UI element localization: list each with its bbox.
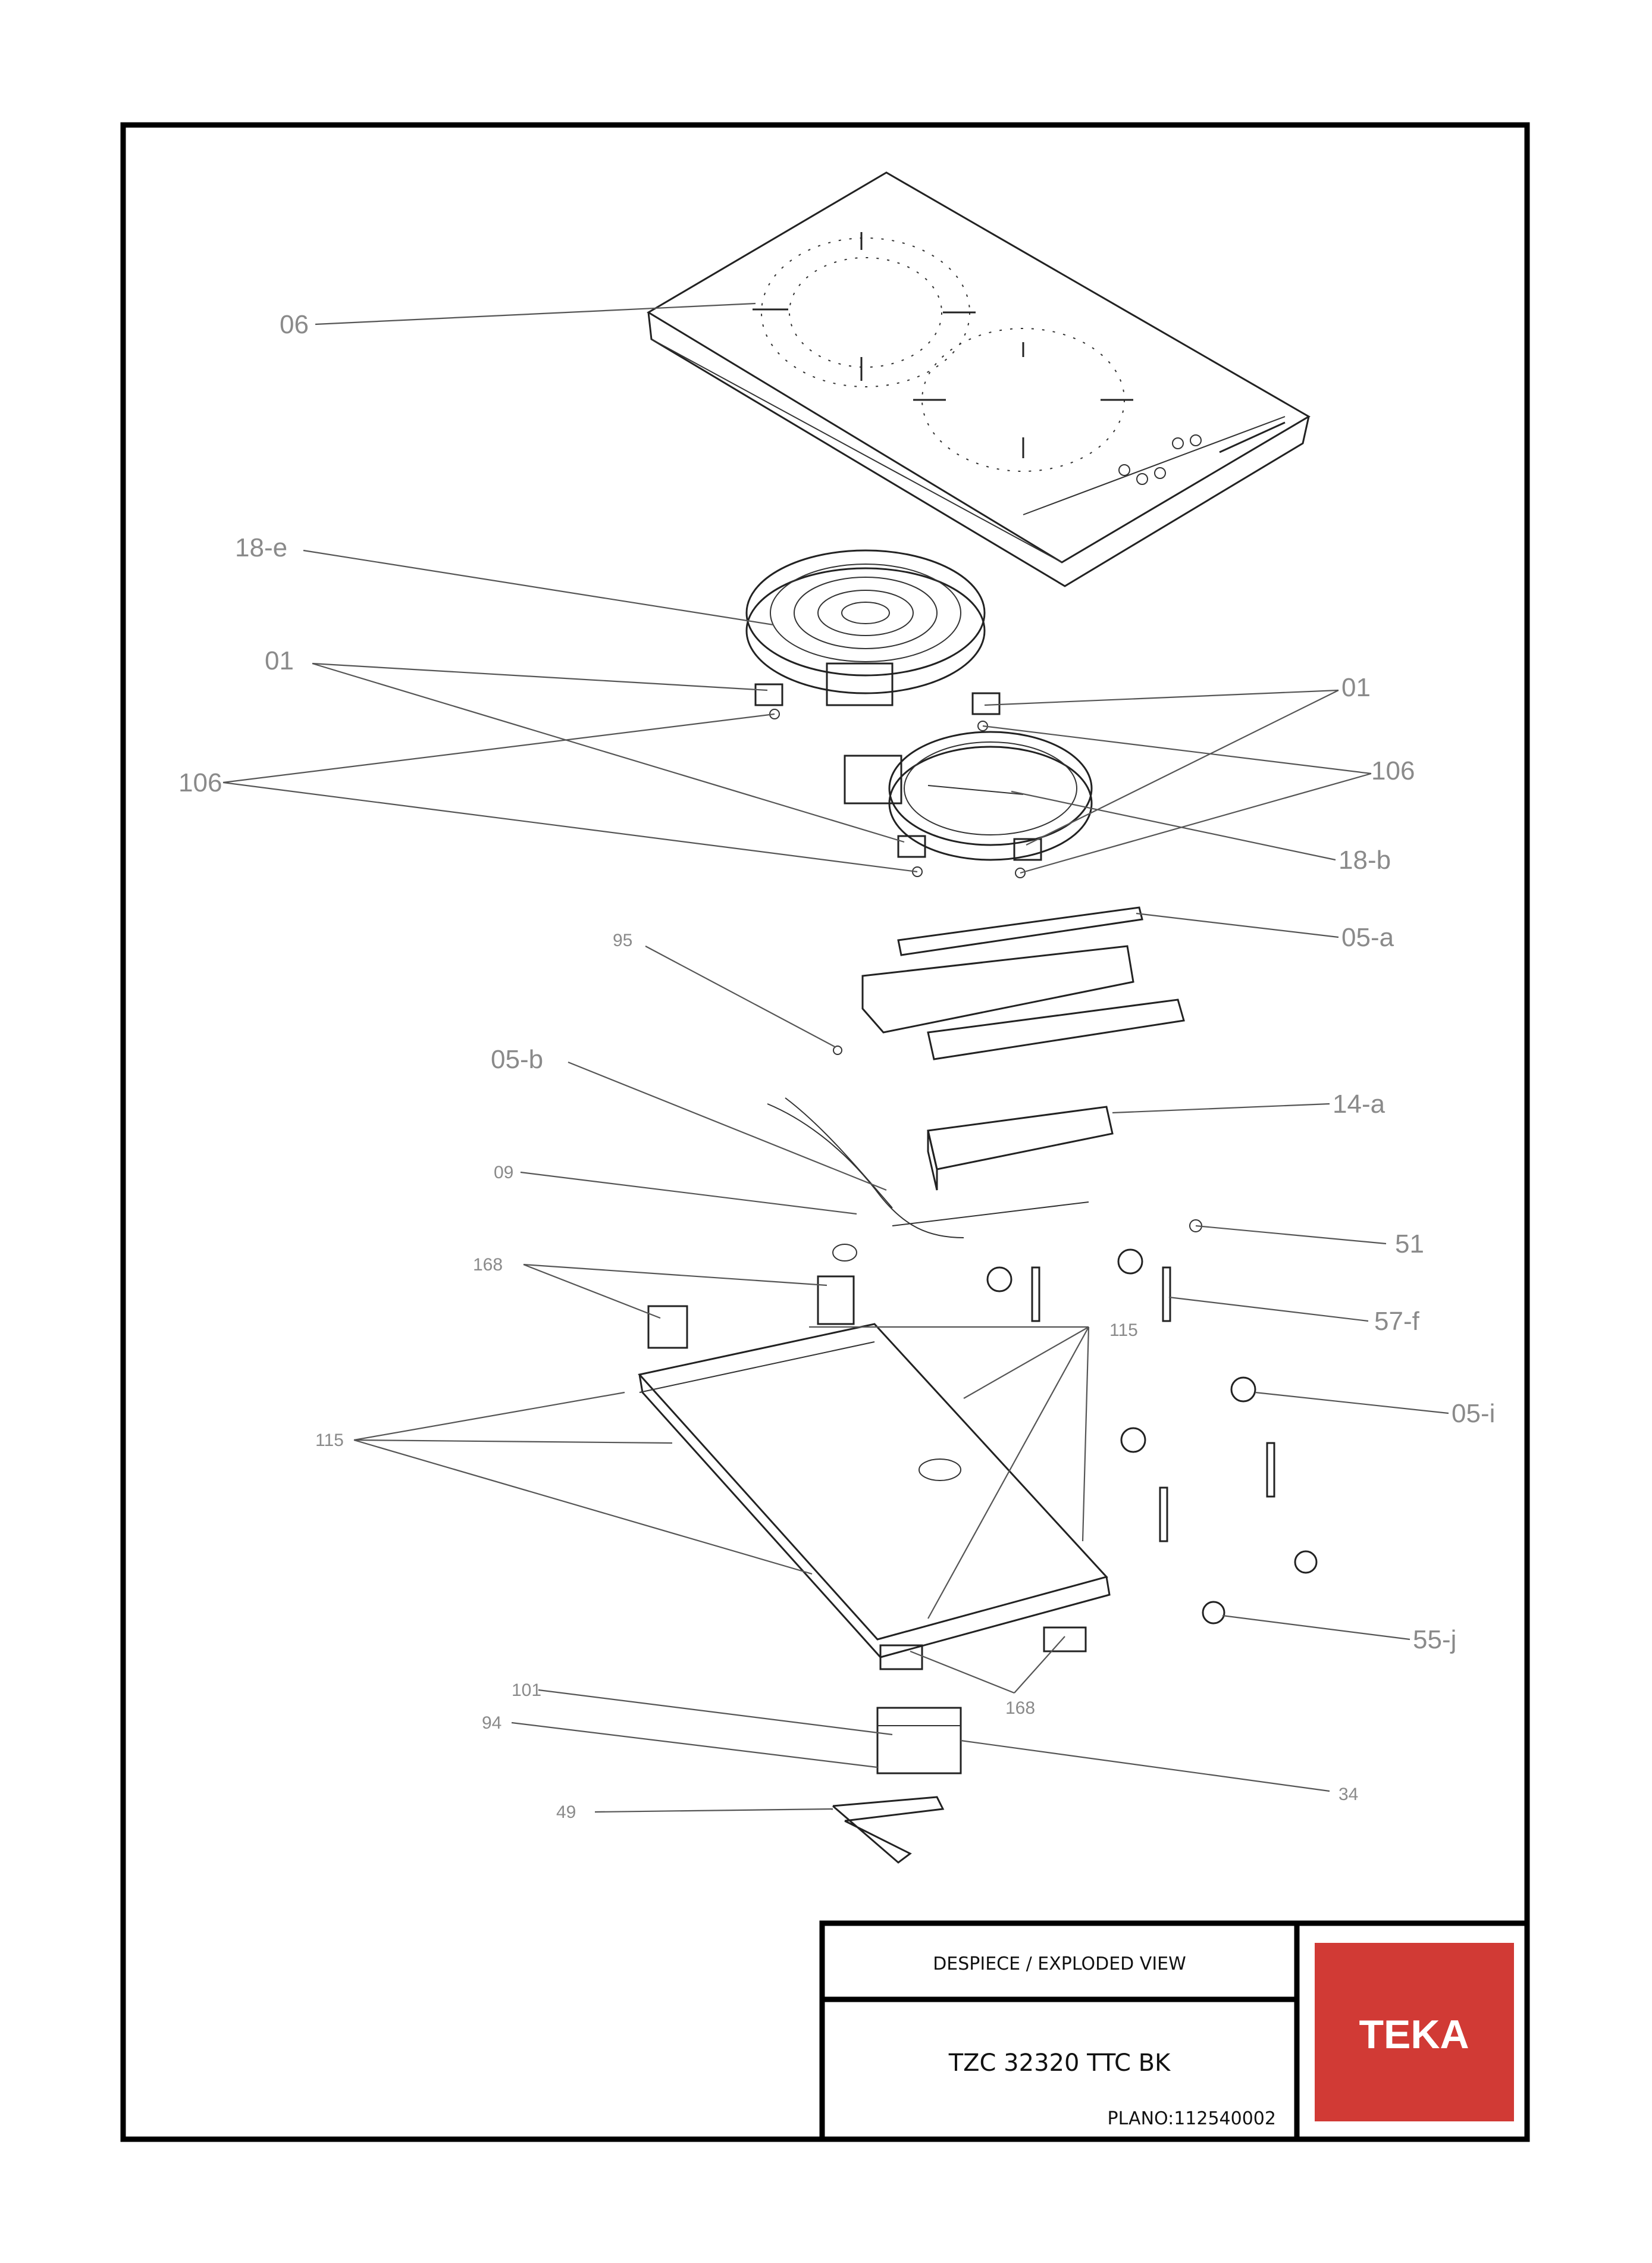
callout-01-left: 01 [265, 646, 294, 675]
callout-06: 06 [280, 310, 309, 339]
title-block: DESPIECE / EXPLODED VIEW TZC 32320 TTC B… [819, 1920, 1530, 2142]
callout-168-bottom: 168 [1005, 1698, 1035, 1718]
fasteners-part [986, 1219, 1318, 1625]
callout-14-a: 14-a [1333, 1090, 1385, 1119]
callout-18-e: 18-e [235, 533, 287, 562]
insulation-parts [833, 906, 1185, 1060]
callout-106-right: 106 [1371, 756, 1415, 785]
callout-95: 95 [613, 931, 632, 950]
radiant-heater-18b-part [844, 731, 1093, 861]
callout-106-left: 106 [178, 768, 222, 797]
callout-05-a: 05-a [1341, 923, 1394, 952]
callout-101: 101 [512, 1680, 541, 1700]
teka-logo: TEKA [1359, 2012, 1469, 2057]
callout-05-b: 05-b [491, 1045, 543, 1074]
teka-logo-box [1315, 1943, 1514, 2121]
terminal-block-part [832, 1707, 962, 1864]
callout-labels: 06 18-e 01 01 106 106 18-b 95 05-a 05-b … [178, 310, 1495, 1822]
title-block-model: TZC 32320 TTC BK [948, 2049, 1171, 2077]
radiant-heater-18e-part [745, 549, 986, 706]
callout-115-right: 115 [1109, 1320, 1138, 1340]
glass-cooktop-part [647, 171, 1311, 587]
callout-01-right: 01 [1341, 673, 1371, 702]
callout-57-f: 57-f [1374, 1307, 1420, 1336]
drawing-frame [120, 122, 1530, 2142]
callout-49: 49 [556, 1802, 576, 1822]
callout-05-i: 05-i [1452, 1399, 1495, 1428]
callout-55-j: 55-j [1413, 1625, 1456, 1654]
callout-34: 34 [1338, 1785, 1358, 1804]
title-block-heading: DESPIECE / EXPLODED VIEW [933, 1954, 1186, 1974]
callout-18-b: 18-b [1338, 846, 1391, 875]
title-block-plan: PLANO:112540002 [1108, 2108, 1276, 2129]
callout-51: 51 [1395, 1229, 1424, 1259]
electronic-board-part [767, 1097, 1114, 1262]
base-tray-part [638, 1275, 1111, 1670]
callout-115-left: 115 [315, 1431, 344, 1450]
callout-09: 09 [494, 1163, 513, 1182]
leader-lines [222, 302, 1449, 1813]
callout-94: 94 [482, 1713, 501, 1733]
callout-168-top: 168 [473, 1255, 503, 1275]
